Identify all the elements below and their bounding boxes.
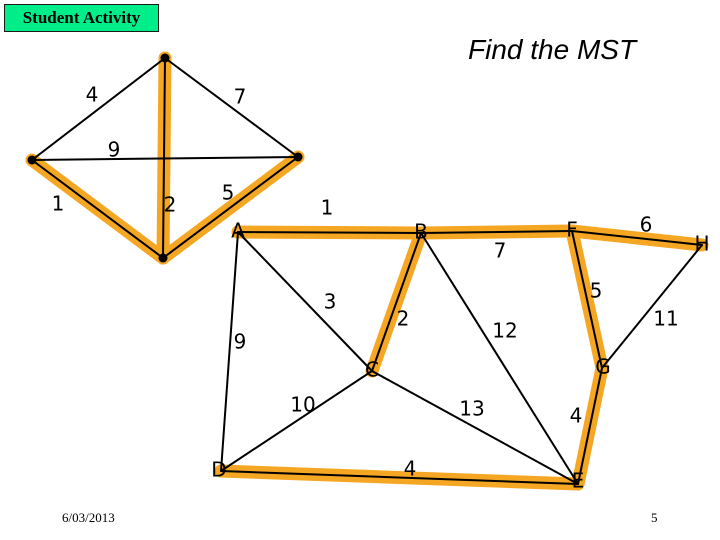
edge-A-B — [237, 231, 422, 234]
node-label-A: A — [231, 219, 245, 243]
footer-date: 6/03/2013 — [62, 510, 115, 525]
small-edge-top-bottom — [162, 57, 166, 259]
edge-weight-D-C: 10 — [290, 393, 315, 417]
student-activity-badge: Student Activity — [4, 4, 159, 32]
edge-weight-D-E: 4 — [404, 457, 417, 481]
small-edge-right-bottom — [162, 156, 299, 259]
edge-weight-A-D: 9 — [234, 330, 247, 354]
edge-weight-F-H: 6 — [640, 213, 653, 237]
node-label-G: G — [595, 355, 611, 379]
edge-D-C — [220, 370, 373, 472]
small-edge-weight-left-bottom: 1 — [52, 192, 65, 216]
edge-D-E — [220, 470, 579, 485]
node-label-D: D — [211, 458, 226, 482]
small-node-top — [160, 53, 170, 63]
edge-F-G — [571, 230, 603, 369]
small-edge-top-left — [31, 57, 166, 161]
graph-nodes — [27, 53, 303, 263]
edge-G-E — [577, 367, 603, 485]
small-node-bottom — [158, 253, 168, 263]
small-edge-weight-top-right: 7 — [234, 85, 247, 109]
footer-page-number: 5 — [651, 510, 658, 525]
slide-title: Find the MST — [468, 34, 637, 65]
node-label-E: E — [572, 469, 585, 493]
small-edge-weight-top-bottom: 2 — [164, 193, 177, 217]
small-edge-weight-top-left: 4 — [86, 83, 99, 107]
small-node-left — [27, 155, 37, 165]
edge-weight-A-C: 3 — [324, 290, 337, 314]
edge-H-G — [601, 244, 703, 369]
graph-edges — [31, 57, 703, 485]
edge-B-E — [420, 232, 579, 485]
edge-weight-C-E: 13 — [459, 397, 484, 421]
edge-weight-B-F: 7 — [494, 239, 507, 263]
edge-C-E — [371, 370, 579, 485]
small-edge-top-right — [164, 57, 299, 158]
edge-A-C — [237, 231, 373, 372]
small-edge-weight-right-bottom: 5 — [222, 181, 235, 205]
edge-A-D — [220, 231, 239, 472]
edge-B-F — [420, 230, 573, 234]
mst-highlights — [25, 51, 709, 491]
node-label-F: F — [566, 218, 578, 242]
edge-weight-F-G: 5 — [590, 279, 603, 303]
edge-F-H — [571, 230, 703, 246]
small-edge-left-bottom — [31, 159, 164, 259]
edge-weight-H-G: 11 — [653, 307, 678, 331]
small-edge-weight-left-right: 9 — [108, 138, 121, 162]
edge-B-C — [371, 232, 422, 372]
small-node-right — [293, 152, 303, 162]
edge-weight-G-E: 4 — [570, 404, 583, 428]
node-label-C: C — [365, 358, 379, 382]
edge-weight-B-C: 2 — [397, 307, 410, 331]
small-edge-left-right — [31, 156, 299, 161]
node-label-H: H — [694, 232, 709, 256]
node-label-B: B — [414, 220, 428, 244]
edge-weight-A-B: 1 — [321, 196, 334, 220]
edge-weight-B-E: 12 — [492, 319, 517, 343]
